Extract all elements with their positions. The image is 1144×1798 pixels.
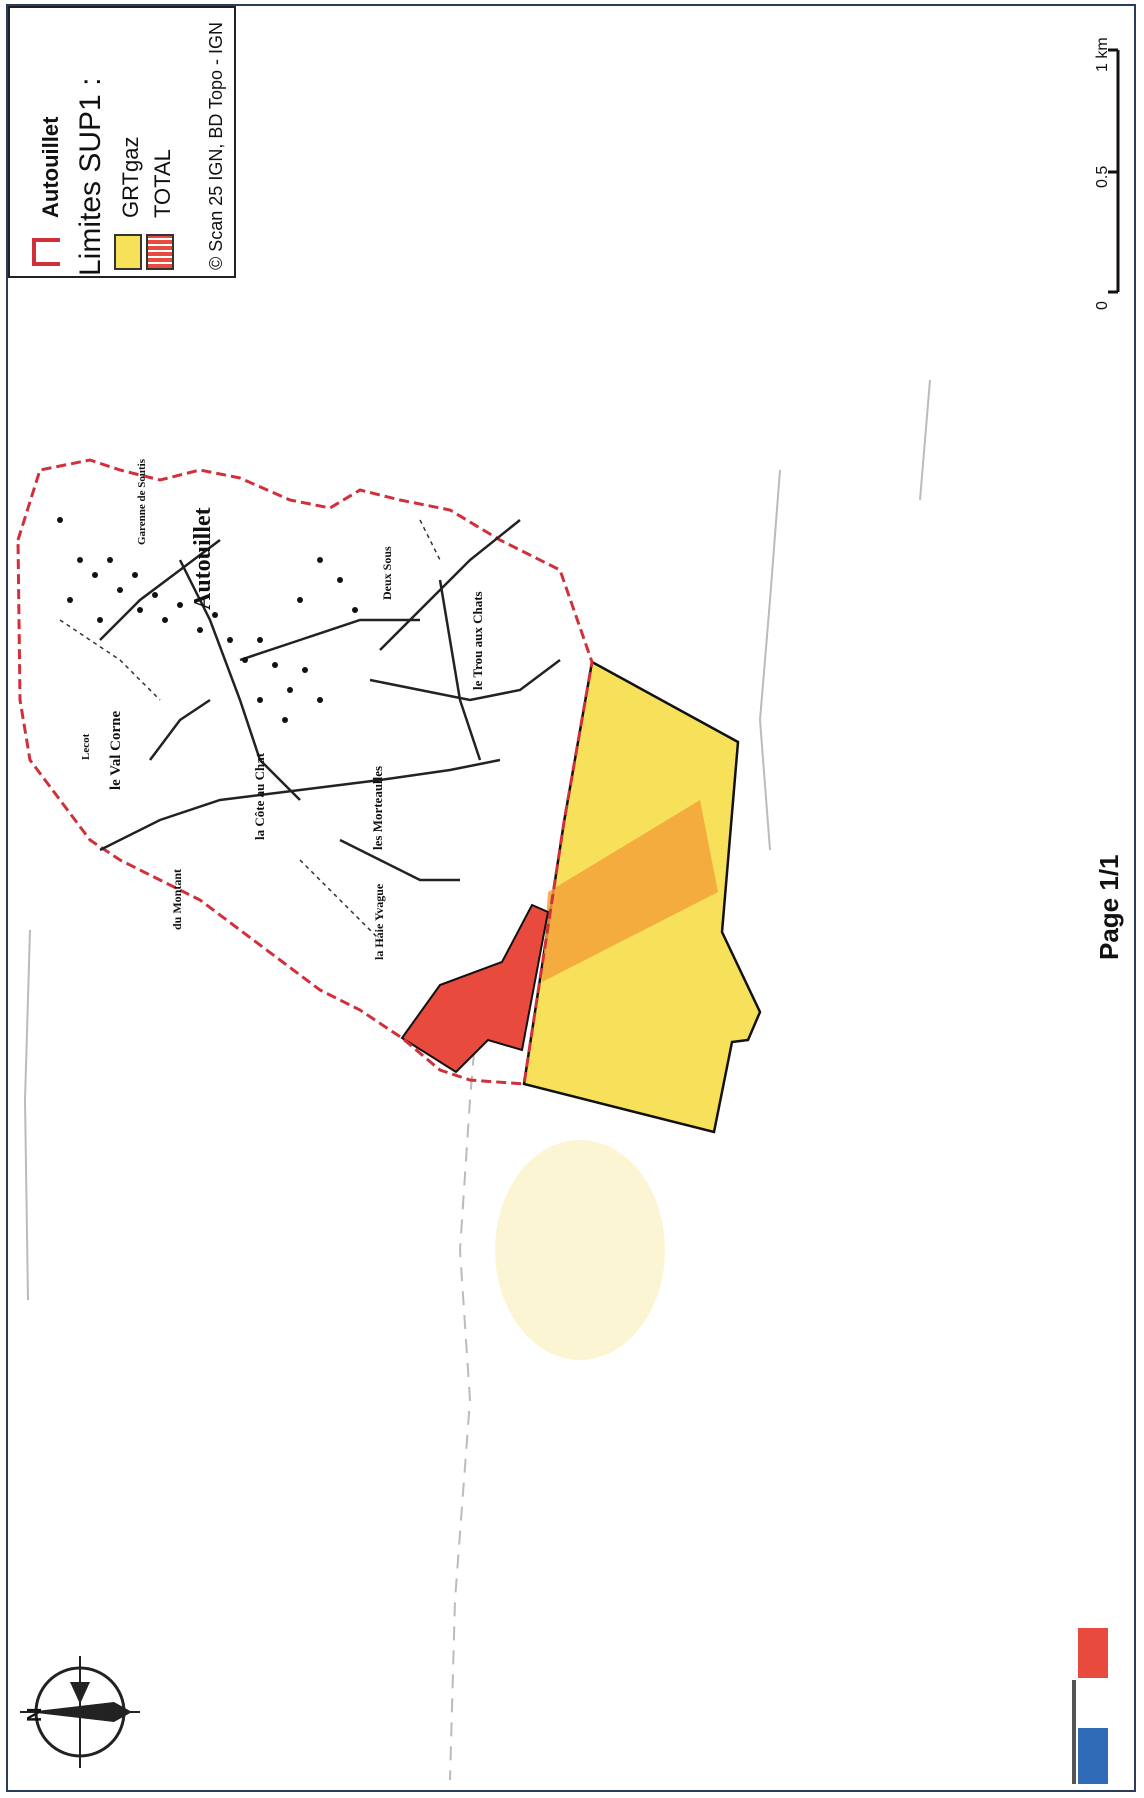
page-label: Page 1/1	[1094, 854, 1124, 960]
commune-boundary	[16, 458, 594, 1086]
place-morteaulles: les Morteaulles	[370, 765, 385, 850]
scale-tick-0: 0	[1094, 301, 1111, 310]
place-garenne: Garenne de Soutis	[136, 459, 148, 545]
legend-commune-swatch	[32, 238, 60, 266]
place-autouillet: Autouillet	[190, 507, 216, 610]
place-deux-sous: Deux Sous	[380, 546, 394, 600]
place-cote-au-chat: la Côte au Chat	[252, 752, 267, 840]
scale-tick-half: 0.5	[1094, 165, 1111, 188]
map-frame	[6, 4, 1136, 1792]
legend-grtgaz-swatch	[114, 234, 142, 270]
village-buildings	[57, 517, 358, 723]
place-lecot: Lecot	[80, 733, 92, 760]
place-haie-yvague: la Haie Yvague	[372, 883, 386, 960]
total-zone	[400, 903, 550, 1074]
scale-tick-1km: 1 km	[1094, 37, 1111, 72]
grtgaz-pipeline-band	[542, 800, 718, 982]
legend-total-swatch	[146, 234, 174, 270]
paths	[59, 519, 441, 941]
place-du-montant: du Montant	[170, 868, 184, 930]
ministry-logo-icon	[1072, 1628, 1112, 1786]
north-label: N	[24, 1707, 46, 1722]
place-trou-aux-chats: le Trou aux Chats	[470, 591, 485, 690]
legend: Autouillet Limites SUP1 : GRTgaz TOTAL ©…	[8, 6, 236, 278]
compass-rose-icon	[20, 1656, 140, 1768]
roads	[99, 519, 561, 882]
place-val-corne: le Val Corne	[108, 710, 124, 790]
faded-overlay	[495, 1140, 665, 1360]
